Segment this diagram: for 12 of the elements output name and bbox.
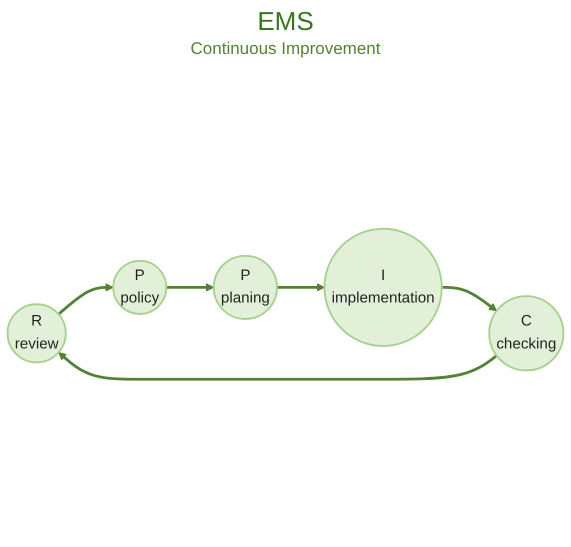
arrow <box>58 283 114 316</box>
arrow <box>277 283 325 292</box>
arrow <box>166 283 214 292</box>
arrow <box>442 286 498 312</box>
node-circle: P policy <box>112 260 168 315</box>
node-circle: I implementation <box>324 228 443 347</box>
node-circle: C checking <box>488 295 564 372</box>
arrow <box>58 352 498 381</box>
diagram-title: EMS <box>257 6 314 37</box>
node-circle: P planing <box>212 254 278 320</box>
center-label: Continuous Improvement <box>190 39 380 59</box>
node-circle: R review <box>6 303 67 364</box>
